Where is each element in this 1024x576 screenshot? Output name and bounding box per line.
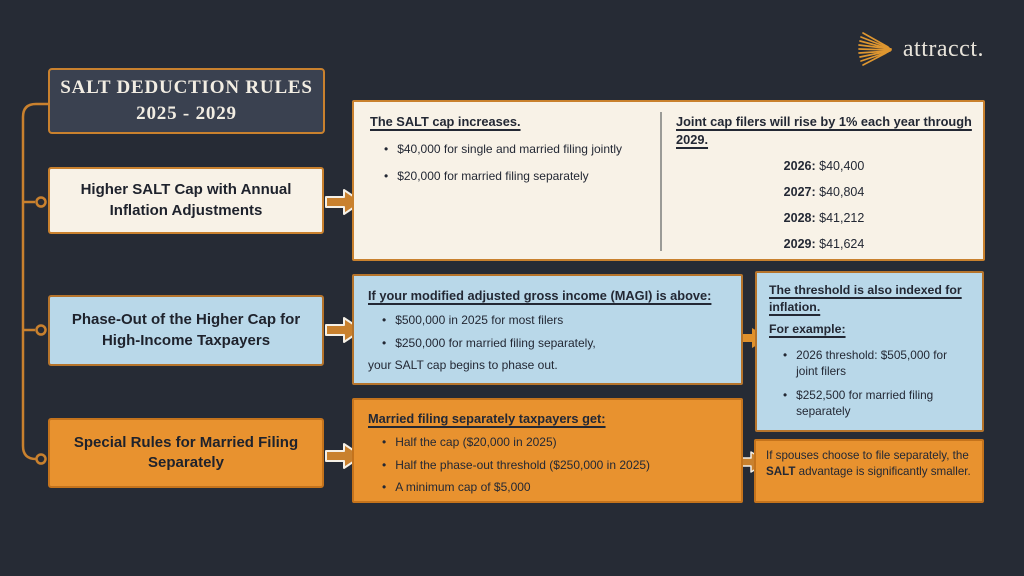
logo: attracct.	[857, 30, 984, 68]
mfs-note-box: If spouses choose to file separately, th…	[754, 439, 984, 503]
panel-divider	[660, 112, 662, 251]
magi-phase-out-box: If your modified adjusted gross income (…	[352, 274, 743, 385]
bullet-icon: •	[382, 312, 387, 327]
arrow-fan-icon	[858, 32, 892, 66]
section-heading: Married filing separately taxpayers get:	[368, 411, 606, 426]
logo-text: attracct.	[902, 35, 984, 62]
year-label: 2029:	[783, 236, 816, 251]
list-item: • $20,000 for married filing separately	[370, 168, 650, 184]
category-label: Special Rules for Married Filing Separat…	[73, 433, 299, 471]
category-higher-salt-cap: Higher SALT Cap with Annual Inflation Ad…	[48, 167, 324, 234]
bullet-icon: •	[382, 434, 387, 449]
year-value: $40,804	[819, 184, 865, 199]
note-text: advantage is significantly smaller.	[795, 464, 971, 478]
year-value-row: 2027: $40,804	[676, 185, 972, 199]
list-item-text: $500,000 in 2025 for most filers	[395, 312, 564, 327]
list-item: • $250,000 for married filing separately…	[368, 335, 727, 351]
year-value-row: 2026: $40,400	[676, 159, 972, 173]
section-heading: The SALT cap increases.	[370, 114, 521, 129]
section-heading: Joint cap filers will rise by 1% each ye…	[676, 114, 972, 147]
list-item: • $252,500 for married filing separately	[769, 388, 970, 420]
year-value: $41,212	[819, 210, 865, 225]
category-married-filing-separately: Special Rules for Married Filing Separat…	[48, 418, 324, 488]
category-label: Higher SALT Cap with Annual Inflation Ad…	[80, 181, 292, 219]
note-text: If spouses choose to file separately, th…	[766, 449, 969, 462]
list-item: • $500,000 in 2025 for most filers	[368, 312, 727, 328]
section-heading: The threshold is also indexed for inflat…	[769, 283, 962, 315]
list-item-text: $252,500 for married filing separately	[796, 388, 934, 419]
category-phase-out: Phase-Out of the Higher Cap for High-Inc…	[48, 295, 324, 366]
list-item: • Half the cap ($20,000 in 2025)	[368, 434, 727, 450]
list-item-text: $250,000 for married filing separately,	[395, 336, 596, 351]
bullet-icon: •	[384, 141, 389, 156]
year-label: 2026:	[783, 158, 816, 173]
threshold-indexed-box: The threshold is also indexed for inflat…	[755, 271, 984, 432]
joint-cap-projection-section: Joint cap filers will rise by 1% each ye…	[676, 113, 972, 263]
salt-cap-increase-section: The SALT cap increases. • $40,000 for si…	[370, 113, 650, 195]
list-item: • A minimum cap of $5,000	[368, 479, 727, 495]
category-label: Phase-Out of the Higher Cap for High-Inc…	[71, 311, 301, 349]
section-subheading: For example:	[769, 322, 846, 337]
list-item-text: A minimum cap of $5,000	[395, 480, 531, 495]
title-line-1: SALT DEDUCTION RULES	[60, 77, 313, 99]
year-value: $41,624	[819, 236, 865, 251]
list-item: • Half the phase-out threshold ($250,000…	[368, 457, 727, 473]
list-item-text: $20,000 for married filing separately	[397, 169, 589, 184]
year-label: 2028:	[783, 210, 816, 225]
year-value-row: 2029: $41,624	[676, 237, 972, 251]
list-item: • $40,000 for single and married filing …	[370, 141, 650, 157]
list-item-text: 2026 threshold: $505,000 for joint filer…	[796, 347, 947, 378]
mfs-rules-box: Married filing separately taxpayers get:…	[352, 398, 743, 503]
list-item: • 2026 threshold: $505,000 for joint fil…	[769, 348, 970, 380]
list-item-text: $40,000 for single and married filing jo…	[397, 141, 622, 156]
connector-node-icon	[35, 196, 47, 208]
list-item-text: Half the phase-out threshold ($250,000 i…	[395, 457, 651, 472]
note-bold-text: SALT	[766, 464, 796, 478]
bullet-icon: •	[382, 480, 387, 495]
year-value: $40,400	[819, 158, 865, 173]
title-line-2: 2025 - 2029	[136, 103, 237, 124]
section-heading: If your modified adjusted gross income (…	[368, 288, 712, 303]
bullet-icon: •	[783, 347, 788, 362]
bullet-icon: •	[783, 388, 788, 403]
connector-node-icon	[35, 324, 47, 336]
bullet-icon: •	[382, 336, 387, 351]
phase-out-footer: your SALT cap begins to phase out.	[368, 358, 558, 373]
bullet-icon: •	[382, 457, 387, 472]
bullet-icon: •	[384, 169, 389, 184]
title-box: SALT DEDUCTION RULES 2025 - 2029	[48, 68, 325, 134]
list-item-text: Half the cap ($20,000 in 2025)	[395, 434, 557, 449]
connector-node-icon	[35, 453, 47, 465]
salt-cap-panel: The SALT cap increases. • $40,000 for si…	[352, 100, 985, 261]
year-value-row: 2028: $41,212	[676, 211, 972, 225]
year-label: 2027:	[783, 184, 816, 199]
connector-spine	[21, 102, 48, 461]
